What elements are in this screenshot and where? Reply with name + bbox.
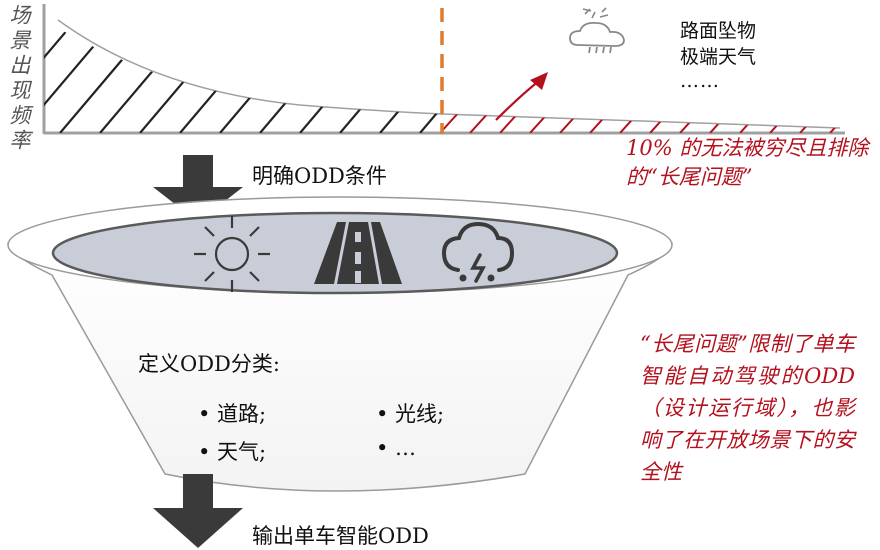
funnel-body — [7, 242, 673, 492]
storm-cloud-icon — [441, 221, 515, 283]
snow-cloud-icon — [569, 7, 625, 54]
hazard-more: …… — [680, 70, 720, 92]
class-item-weather: • 天气; — [198, 440, 267, 464]
long-tail-note: 10% 的无法被穷尽且排除的“长尾问题” — [626, 136, 869, 189]
step-output-odd: 输出单车智能ODD — [252, 524, 429, 548]
constraint-note: “长尾问题”限制了单车智能自动驾驶的ODD（设计运行域），也影响了在开放场景下的… — [640, 332, 855, 484]
down-arrow-bottom — [153, 474, 243, 548]
class-item-road: • 道路; — [198, 402, 267, 426]
road-icon — [314, 222, 402, 284]
hazard-extreme-weather: 极端天气 — [680, 46, 757, 68]
down-arrow-top — [153, 155, 243, 222]
y-axis-label: 场景出现频率 — [7, 4, 31, 154]
step-clarify-odd: 明确ODD条件 — [252, 164, 387, 188]
pointer-arrow — [495, 72, 548, 121]
classification-title: 定义ODD分类: — [138, 352, 280, 376]
sun-icon — [194, 216, 270, 292]
frequency-curve — [57, 19, 841, 129]
hazard-road-debris: 路面坠物 — [680, 20, 757, 42]
class-item-more: • … — [376, 436, 417, 460]
class-item-light: • 光线; — [376, 402, 445, 426]
